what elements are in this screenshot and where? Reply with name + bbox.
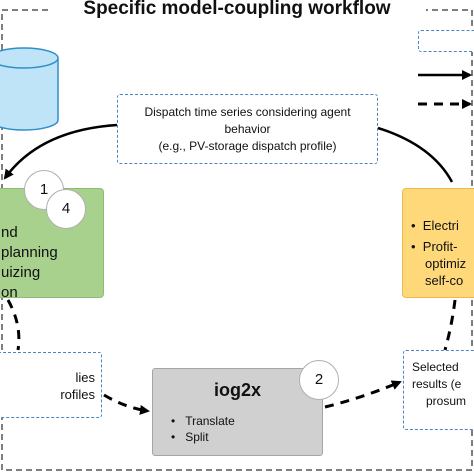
agent-line-2: • Profit- [411, 239, 458, 254]
iog2x-step-split: • Split [171, 430, 209, 444]
workflow-frame [1, 9, 473, 471]
profiles-line-1: lies [75, 370, 95, 385]
agent-model-box: • Electri • Profit- optimiz self-co [402, 188, 474, 298]
iog2x-steps: • Translate • Split [171, 413, 235, 445]
dashed-arrow-to-iog2x [103, 393, 150, 415]
planning-line-1: nd [1, 224, 18, 241]
results-line-1: Selected [412, 360, 459, 374]
iog2x-tool-box: iog2x • Translate • Split [152, 368, 323, 456]
planning-line-4: on [1, 284, 18, 301]
agent-line-1: • Electri [411, 218, 459, 233]
iog2x-step-translate: • Translate [171, 414, 235, 428]
dashed-from-right-module [443, 299, 457, 351]
dispatch-line-2: behavior [224, 122, 271, 136]
solid-line-from-right [377, 126, 454, 183]
dispatch-line-1: Dispatch time series considering agent [144, 105, 351, 119]
planning-line-3: uizing [1, 264, 41, 281]
legend-dashed-box [418, 30, 474, 52]
step-badge-2: 2 [299, 360, 339, 400]
selected-results-box: Selected results (e prosum [403, 350, 474, 430]
planning-line-2: planning [1, 244, 58, 261]
solid-arrow-to-left [3, 123, 118, 180]
dispatch-time-series-box: Dispatch time series considering agent b… [117, 94, 378, 164]
results-line-2: results (e [412, 377, 462, 391]
dashed-from-left-module [6, 299, 21, 351]
profiles-line-2: rofiles [60, 387, 95, 402]
database-icon [0, 47, 59, 131]
diagram-title: Specific model-coupling workflow [0, 0, 474, 21]
iog2x-title: iog2x [213, 380, 261, 400]
profiles-box: lies rofiles [0, 352, 102, 418]
agent-line-3: optimiz [425, 256, 467, 271]
dashed-arrow-to-results [324, 380, 402, 409]
step-badge-4: 4 [46, 189, 86, 229]
results-line-3: prosum [426, 394, 467, 408]
dispatch-line-3: (e.g., PV-storage dispatch profile) [158, 139, 337, 153]
agent-line-4: self-co [425, 273, 464, 288]
